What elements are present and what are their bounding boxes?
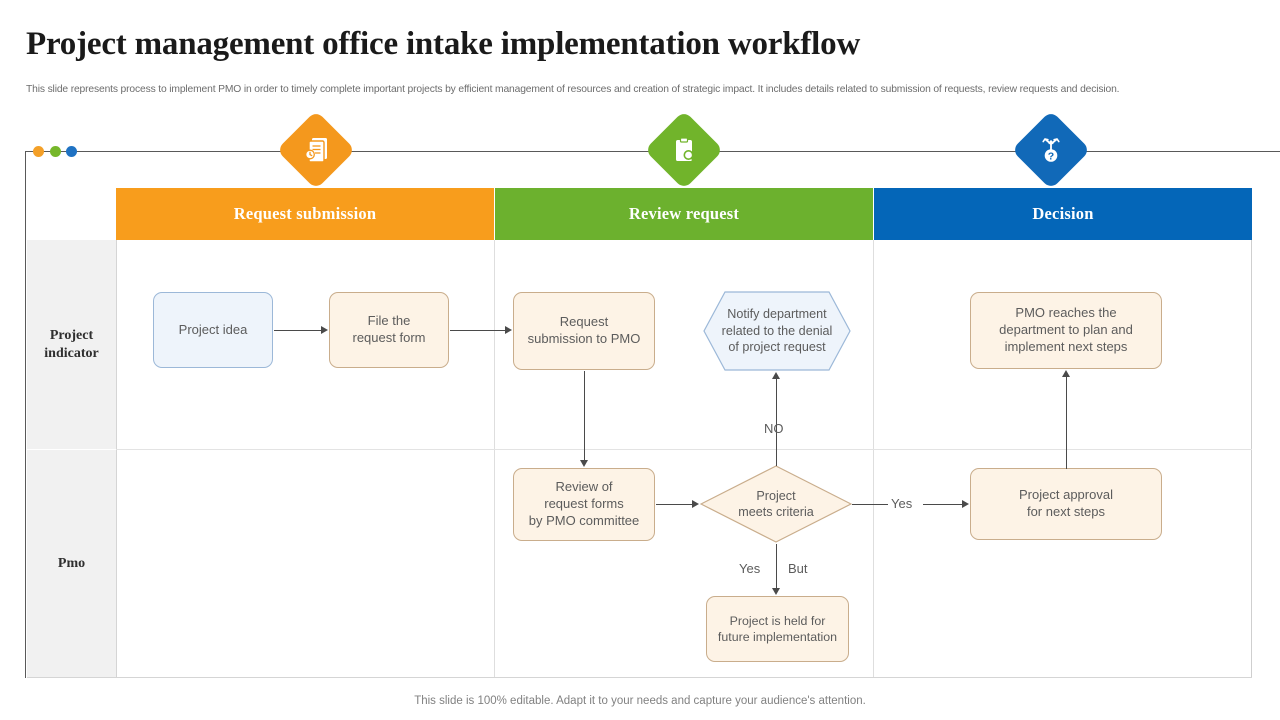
node-review-of-request-forms-label: Review of request forms by PMO committee [528, 479, 640, 528]
connector-submission-to-review [584, 371, 585, 460]
edge-label-yes-right: Yes [891, 496, 913, 511]
phase-header-decision: Decision [874, 188, 1252, 240]
page-subtitle: This slide represents process to impleme… [26, 84, 1120, 95]
node-project-held-label: Project is held for future implementatio… [717, 613, 838, 644]
arrowhead-review-to-decision [692, 500, 699, 508]
node-pmo-reaches-department-label: PMO reaches the department to plan and i… [999, 305, 1133, 354]
row-divider-middle [116, 449, 1252, 450]
lane-divider-right [1251, 240, 1252, 678]
arrowhead-submission-to-review [580, 460, 588, 467]
lane-divider-1 [494, 240, 495, 678]
lane-label-project-indicator: Project indicator [27, 240, 117, 449]
page-title: Project management office intake impleme… [26, 26, 861, 62]
arrowhead-decision-yes-right [962, 500, 969, 508]
connector-form-to-submission [450, 330, 505, 331]
review-request-badge [644, 110, 724, 190]
diamond-shape [700, 465, 852, 543]
request-submission-badge [276, 110, 356, 190]
node-notify-department-label: Notify department related to the denial … [721, 307, 833, 355]
node-review-of-request-forms[interactable]: Review of request forms by PMO committee [513, 468, 655, 541]
connector-decision-no [776, 379, 777, 466]
edge-label-no: NO [764, 421, 784, 436]
workflow-swimlane-grid: Request submission Review request Decisi… [27, 182, 1252, 678]
node-project-approval-label: Project approval for next steps [1019, 487, 1113, 519]
rail-dot-blue-icon [66, 146, 77, 157]
document-stack-icon [305, 138, 327, 163]
node-request-submission-to-pmo[interactable]: Request submission to PMO [513, 292, 655, 370]
edge-label-but: But [788, 561, 808, 576]
timeline-rail-vertical [25, 151, 26, 678]
node-project-held[interactable]: Project is held for future implementatio… [706, 596, 849, 662]
node-request-submission-to-pmo-label: Request submission to PMO [527, 314, 641, 346]
connector-review-to-decision [656, 504, 692, 505]
connector-decision-yes-right [852, 504, 888, 505]
lane-label-pmo: Pmo [27, 450, 117, 678]
edge-label-yes-down: Yes [739, 561, 761, 576]
node-file-request-form[interactable]: File the request form [329, 292, 449, 368]
connector-idea-to-form [274, 330, 321, 331]
node-project-meets-criteria-label: Project meets criteria [738, 488, 814, 519]
connector-approval-to-pmo-reaches [1066, 377, 1067, 469]
connector-decision-yes-right-2 [923, 504, 962, 505]
arrowhead-approval-to-pmo-reaches [1062, 370, 1070, 377]
row-divider-bottom [27, 677, 1252, 678]
arrowhead-decision-no [772, 372, 780, 379]
phase-header-request-submission: Request submission [116, 188, 494, 240]
arrowhead-decision-yes-but [772, 588, 780, 595]
decision-badge: ? [1011, 110, 1091, 190]
phase-header-review-request: Review request [495, 188, 873, 240]
arrowhead-form-to-submission [505, 326, 512, 334]
node-file-request-form-label: File the request form [352, 313, 426, 345]
svg-text:?: ? [1048, 150, 1054, 162]
node-notify-department[interactable]: Notify department related to the denial … [703, 291, 851, 371]
node-project-idea[interactable]: Project idea [153, 292, 273, 368]
rail-dot-orange-icon [33, 146, 44, 157]
decision-question-arrows-icon: ? [1042, 138, 1060, 162]
node-project-meets-criteria[interactable]: Project meets criteria [700, 465, 852, 543]
node-pmo-reaches-department[interactable]: PMO reaches the department to plan and i… [970, 292, 1162, 369]
connector-decision-yes-but [776, 544, 777, 588]
node-project-approval[interactable]: Project approval for next steps [970, 468, 1162, 540]
hexagon-shape [703, 291, 851, 371]
clipboard-magnifier-icon [676, 137, 696, 163]
arrowhead-idea-to-form [321, 326, 328, 334]
footer-note: This slide is 100% editable. Adapt it to… [414, 695, 866, 707]
lane-divider-2 [873, 240, 874, 678]
rail-dot-green-icon [50, 146, 61, 157]
